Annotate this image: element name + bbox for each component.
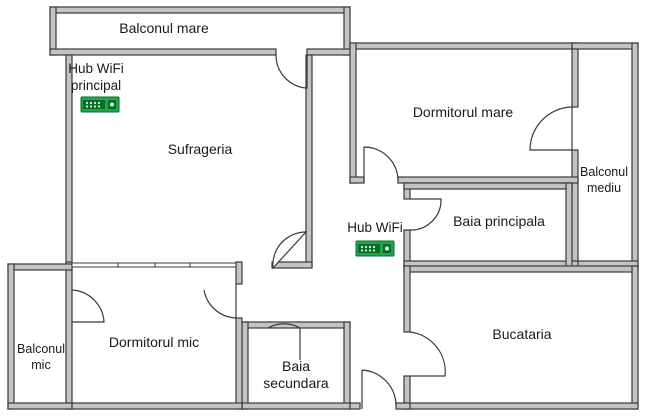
wall [631,265,639,410]
main-hub-label-line2: principal [70,78,122,93]
wall [349,402,361,410]
wall [7,263,15,410]
room-label-balcony-medium-1: Balconul [580,165,628,179]
wall [571,149,579,268]
door [361,369,397,409]
wall [403,265,411,333]
door [267,323,301,360]
room-label-secondary-bath-1: Baia [281,358,311,374]
wall [571,42,579,108]
hub-label: Hub WiFi [347,220,403,235]
room-label-kitchen: Bucataria [492,326,552,342]
main-hub-label-line1: Hub WiFi [68,61,124,76]
door [272,231,308,270]
wall [565,182,573,268]
room-label-balcony-medium-2: mediu [586,181,622,195]
door [275,54,308,89]
wall [65,402,243,410]
wall [349,176,365,184]
window [71,262,237,268]
wall [395,402,411,410]
room-label-secondary-bath-2: secundara [263,375,329,391]
wall [49,48,277,56]
wall [403,402,639,410]
wall [235,261,243,285]
door [409,331,446,377]
room-label-living-room: Sufrageria [167,141,233,157]
wall [241,321,351,329]
wall [343,6,351,56]
wall [7,263,73,271]
wall [7,402,73,410]
wall [397,176,579,184]
room-label-small-bedroom: Dormitorul mic [108,334,200,350]
room-label-master-bedroom: Dormitorul mare [412,104,514,120]
wall [403,182,573,190]
door [409,198,442,231]
wall [349,42,579,50]
door [203,284,237,319]
wall [631,42,639,268]
door [529,106,573,151]
main-wifi-router-icon [80,96,120,113]
room-label-main-bathroom: Baia principala [453,213,545,229]
wall [235,317,243,410]
wall [65,261,73,410]
wall [349,42,357,184]
room-label-balcony-large: Balconul mare [119,20,209,36]
wall [241,321,249,410]
wall [343,321,351,410]
wifi-router-icon [355,240,395,257]
wall [271,261,313,269]
wall [241,402,351,410]
room-label-balcony-small-1: Balconul [17,342,65,356]
door [363,146,399,183]
wall [49,6,57,56]
door [71,289,105,323]
wall [306,48,351,56]
wall [403,265,639,273]
wall [49,6,351,14]
wall [571,42,639,50]
room-label-balcony-small-2: mic [31,358,51,372]
